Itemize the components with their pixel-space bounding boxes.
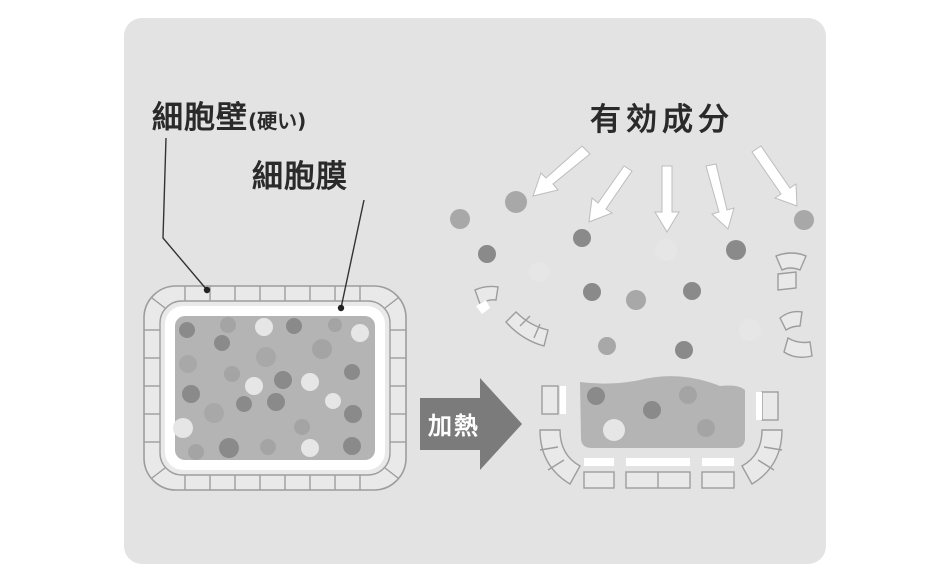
cell-wall-label: 細胞壁(硬い) bbox=[152, 92, 306, 137]
ingredient-arrows bbox=[533, 146, 797, 232]
heating-label: 加熱 bbox=[428, 406, 480, 441]
cell-membrane-label: 細胞膜 bbox=[252, 151, 348, 196]
cell-interior bbox=[175, 316, 375, 460]
released-particles bbox=[450, 191, 814, 359]
active-ingredients-label: 有効成分 bbox=[590, 94, 734, 139]
intact-cell bbox=[144, 286, 406, 490]
cell-residue bbox=[580, 376, 745, 448]
broken-cell bbox=[450, 191, 814, 488]
cell-wall-note: (硬い) bbox=[248, 109, 306, 133]
cell-wall-text: 細胞壁 bbox=[152, 100, 248, 136]
